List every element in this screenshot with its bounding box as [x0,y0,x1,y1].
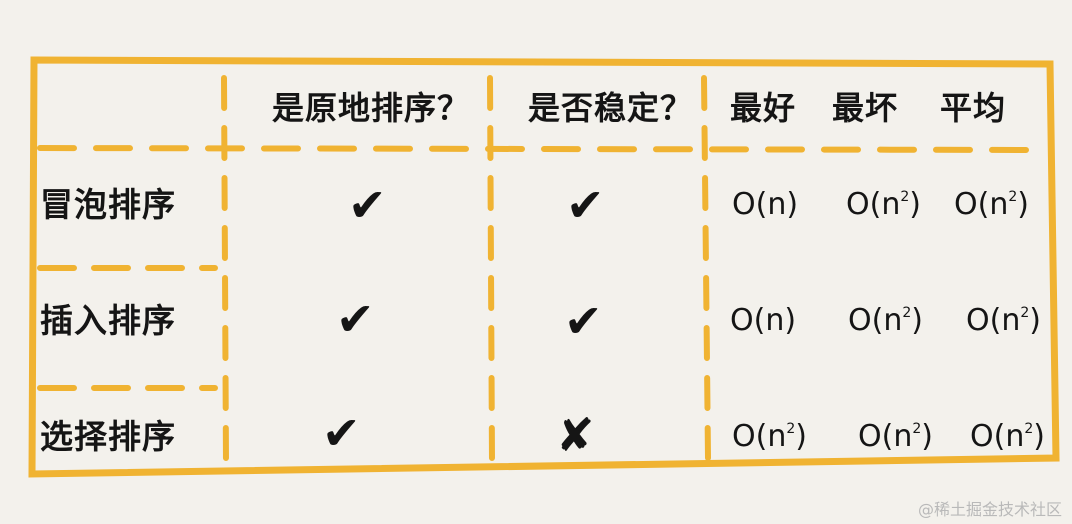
header-worst: 最坏 [832,89,899,127]
worst-complexity: O(n2) [858,419,933,454]
v-divider-2 [487,75,495,465]
header-in-place: 是原地排序？ [272,89,471,127]
cross-icon: ✘ [556,408,596,462]
header-stable: 是否稳定？ [528,89,694,127]
best-complexity: O(n) [732,187,799,222]
worst-complexity: O(n2) [848,303,923,338]
average-complexity: O(n2) [954,187,1029,222]
row-label-bubble: 冒泡排序 [40,185,176,224]
header-average: 平均 [940,89,1007,127]
v-divider-3 [701,75,711,461]
best-complexity: O(n) [730,303,797,338]
v-divider-1 [221,75,229,467]
outer-border [28,56,1060,478]
watermark: @稀土掘金技术社区 [917,500,1062,519]
average-complexity: O(n2) [970,419,1045,454]
row-label-insertion: 插入排序 [40,301,176,340]
row-label-selection: 选择排序 [40,417,176,456]
worst-complexity: O(n2) [846,187,921,222]
check-icon: ✔ [336,292,376,346]
check-icon: ✔ [322,406,362,460]
best-complexity: O(n2) [732,419,807,454]
header-best: 最好 [730,89,797,127]
check-icon: ✔ [564,294,604,348]
h-divider-header [37,145,1043,153]
check-icon: ✔ [348,178,388,232]
check-icon: ✔ [566,178,606,232]
average-complexity: O(n2) [966,303,1041,338]
